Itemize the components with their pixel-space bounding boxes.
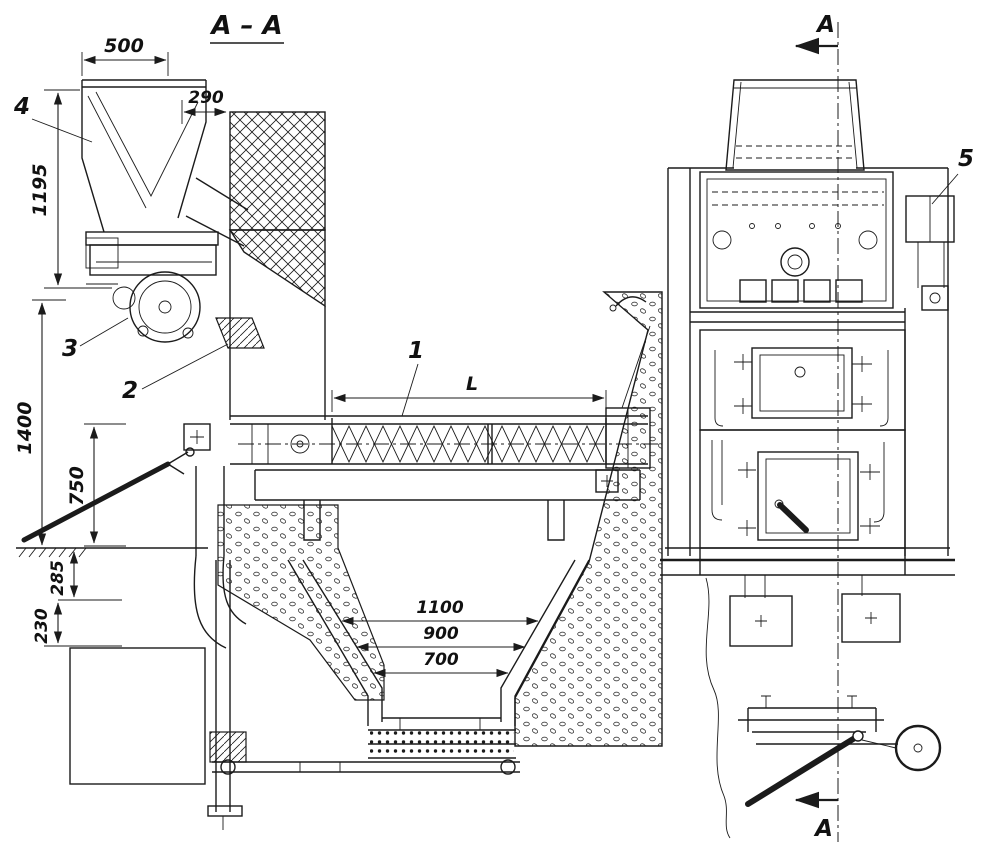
ash-pit-funnel — [287, 559, 590, 730]
section-view-a-a: A – A 500 290 1195 — [13, 11, 663, 830]
dim-750-label: 750 — [66, 466, 88, 506]
break-line — [705, 577, 731, 839]
dim-L-label: L — [466, 373, 478, 395]
hanging-tool-right — [879, 350, 889, 427]
hinge-bottom-left — [734, 398, 752, 414]
hand-wheel — [894, 724, 942, 772]
left-foundation — [217, 504, 385, 701]
ground-line — [16, 547, 208, 558]
leader-5 — [931, 173, 959, 205]
drive-lever — [745, 733, 861, 807]
part-label-1: 1 — [408, 338, 424, 364]
dim-500-label: 500 — [104, 35, 144, 57]
dimension-290: 290 — [181, 88, 227, 124]
door-handle — [777, 502, 809, 533]
dim-1400-label: 1400 — [14, 402, 36, 455]
dim-290-label: 290 — [188, 88, 224, 108]
leader-3 — [79, 317, 129, 347]
dimension-900: 900 — [356, 624, 526, 652]
base — [660, 547, 955, 576]
hand-lever — [21, 447, 195, 543]
elbow-pipe — [193, 466, 247, 649]
hanger-box-left — [729, 575, 793, 647]
dimension-700: 700 — [373, 650, 509, 678]
section-mark-bottom: A — [794, 791, 838, 842]
clamp-bottom-right — [852, 396, 872, 412]
dimension-230: 230 — [32, 602, 122, 647]
front-view: A A — [660, 12, 974, 842]
hanger-box-right — [841, 575, 901, 643]
hopper-front — [725, 79, 865, 171]
screw-conveyor — [230, 325, 658, 541]
dim-230-label: 230 — [32, 608, 52, 644]
leader-4 — [31, 118, 93, 143]
poker-left — [711, 440, 723, 521]
chute — [185, 177, 265, 349]
hopper — [81, 79, 207, 233]
hanger-right — [547, 500, 565, 541]
dimension-1400: 1400 — [14, 299, 66, 546]
part-label-3: 3 — [62, 336, 78, 362]
feeder-front — [699, 171, 894, 309]
support-post — [207, 560, 247, 830]
dim-285-label: 285 — [48, 560, 68, 596]
anchor-hook — [615, 296, 647, 307]
leader-1 — [401, 363, 419, 417]
wall-bracket — [215, 317, 265, 349]
section-mark-top-label: A — [815, 12, 835, 38]
clamp-top-right — [852, 356, 872, 372]
peephole — [794, 366, 806, 378]
ash-box — [69, 647, 206, 785]
lower-door-section — [699, 429, 906, 549]
hinge-top-left — [734, 354, 752, 370]
chain-grate — [212, 729, 520, 775]
poker-right — [873, 442, 885, 523]
dimension-1195: 1195 — [29, 89, 112, 289]
dimension-750: 750 — [66, 423, 126, 547]
section-title: A – A — [209, 11, 282, 41]
counterweight-left — [183, 423, 211, 451]
section-mark-bottom-label: A — [813, 816, 833, 842]
dimension-1100: 1100 — [341, 598, 539, 626]
feeder-assembly — [85, 231, 219, 343]
dim-700-label: 700 — [423, 650, 459, 670]
part-label-2: 2 — [122, 378, 138, 404]
dimension-500: 500 — [81, 35, 169, 76]
right-foundation-wall — [514, 291, 663, 747]
drive-unit-5 — [905, 195, 955, 311]
dimension-285: 285 — [48, 551, 122, 601]
bottom-drive — [738, 695, 942, 807]
masonry-column — [228, 111, 326, 420]
dim-900-label: 900 — [423, 624, 459, 644]
leader-2 — [141, 343, 229, 390]
hanging-tool-left — [714, 350, 724, 427]
section-mark-top: A — [794, 12, 838, 55]
middle-door-section — [699, 329, 906, 431]
dim-1195-label: 1195 — [29, 164, 51, 217]
dimension-L: L — [331, 373, 607, 412]
dim-1100-label: 1100 — [416, 598, 463, 618]
part-label-4: 4 — [13, 94, 30, 120]
part-label-5: 5 — [958, 146, 974, 172]
